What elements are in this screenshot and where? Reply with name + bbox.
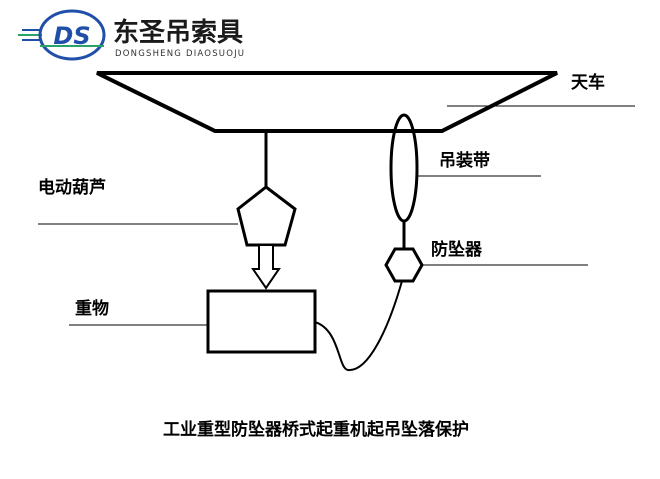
- fall-arrester-body: [384, 247, 424, 283]
- overhead-crane: [96, 71, 558, 133]
- diagram-caption: 工业重型防坠器桥式起重机起吊坠落保护: [163, 419, 469, 440]
- hoist-label: 电动葫芦: [38, 177, 106, 198]
- load-block: [206, 289, 317, 354]
- lift-direction-arrow-icon: [251, 244, 281, 290]
- sling-label: 吊装带: [439, 150, 490, 171]
- hoist-body: [236, 185, 297, 247]
- arrester-label: 防坠器: [431, 239, 483, 260]
- logo-mark-icon: DS: [18, 9, 106, 61]
- brand-name-cn: 东圣吊索具: [113, 17, 243, 48]
- arrester-lifeline: [314, 280, 403, 372]
- crane-label: 天车: [571, 72, 605, 93]
- company-logo: DS 东圣吊索具 DONGSHENG DIAOSUOJU: [18, 9, 245, 61]
- brand-name-en: DONGSHENG DIAOSUOJU: [115, 49, 245, 59]
- load-label: 重物: [75, 298, 109, 319]
